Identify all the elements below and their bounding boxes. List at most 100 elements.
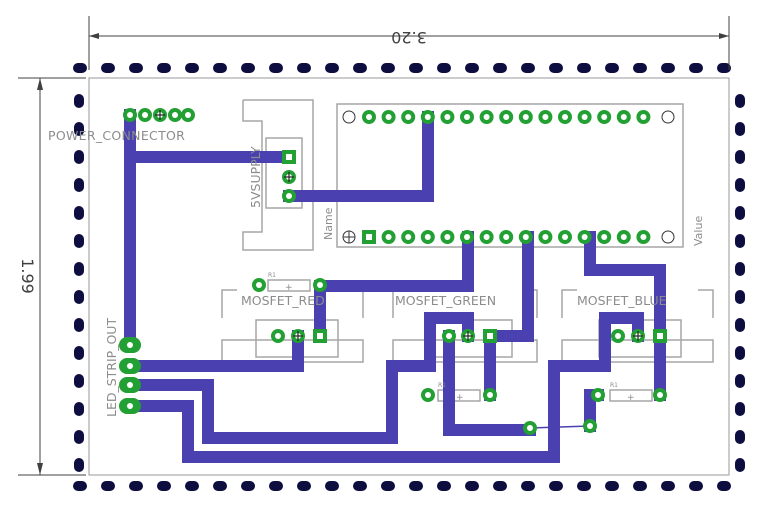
module-pin-bottom-hole bbox=[620, 234, 627, 240]
supply-pin-hole bbox=[286, 193, 292, 199]
edge-pad-right bbox=[735, 458, 745, 472]
module-pin-top-hole bbox=[366, 114, 372, 120]
edge-pad-bottom bbox=[101, 481, 115, 491]
edge-pad-bottom bbox=[157, 481, 171, 491]
trace-5v-to-module bbox=[283, 111, 434, 202]
edge-pad-left bbox=[74, 430, 84, 444]
edge-pad-left bbox=[74, 402, 84, 416]
module-pin-bottom-hole bbox=[542, 234, 549, 240]
edge-pads bbox=[73, 63, 745, 491]
resistor-blue-plus: + bbox=[627, 393, 635, 403]
module-pin-top-hole bbox=[503, 114, 510, 120]
led-strip-pin-hole bbox=[127, 403, 133, 409]
edge-pad-top bbox=[493, 63, 507, 73]
edge-pad-left bbox=[74, 206, 84, 220]
resistor-green-ref: R1 bbox=[438, 382, 446, 389]
edge-pad-bottom bbox=[437, 481, 451, 491]
edge-pad-right bbox=[735, 262, 745, 276]
mosfet-green-label: MOSFET_GREEN bbox=[395, 293, 496, 308]
width-dimension bbox=[88, 16, 730, 70]
module-pin-top-hole bbox=[601, 114, 608, 120]
resistor-green-plus: + bbox=[456, 393, 464, 403]
edge-pad-bottom bbox=[325, 481, 339, 491]
mosfet-green-pin-hole bbox=[446, 333, 452, 339]
edge-pad-top bbox=[521, 63, 535, 73]
resistor-green-pin-hole bbox=[487, 392, 493, 398]
module-pin-top-hole bbox=[464, 114, 470, 120]
edge-pad-top bbox=[661, 63, 675, 73]
power-connector-pin-hole bbox=[142, 112, 148, 118]
edge-pad-top bbox=[633, 63, 647, 73]
edge-pad-bottom bbox=[465, 481, 479, 491]
module-pin-top-hole bbox=[581, 114, 588, 120]
module-pin-bottom-hole bbox=[405, 234, 412, 240]
edge-pad-right bbox=[735, 94, 745, 108]
resistor-red-pin-hole bbox=[317, 282, 323, 288]
edge-pad-top bbox=[157, 63, 171, 73]
led-strip-pin-hole bbox=[127, 342, 133, 348]
module-hole-br bbox=[661, 230, 675, 244]
module-pin-bottom-hole bbox=[581, 234, 588, 240]
edge-pad-bottom bbox=[213, 481, 227, 491]
module-value-label: Value bbox=[692, 216, 705, 246]
module-pin-top-hole bbox=[405, 114, 412, 120]
edge-pad-right bbox=[735, 346, 745, 360]
blue-square-pad-hole bbox=[657, 333, 663, 339]
edge-pad-left bbox=[74, 234, 84, 248]
edge-pad-top bbox=[213, 63, 227, 73]
module-pin-bottom-hole bbox=[444, 234, 451, 240]
edge-pad-top bbox=[185, 63, 199, 73]
module-pin-top-hole bbox=[424, 114, 431, 120]
red-square-pad-hole bbox=[317, 333, 323, 339]
module-pin-bottom-hole bbox=[424, 234, 431, 240]
edge-pad-top bbox=[129, 63, 143, 73]
module-pin-top-hole bbox=[483, 114, 490, 120]
led-strip-pin-hole bbox=[127, 363, 133, 369]
edge-pad-right bbox=[735, 318, 745, 332]
led-strip-pin-hole bbox=[127, 382, 133, 388]
edge-pad-bottom bbox=[661, 481, 675, 491]
width-dimension-label: 3.20 bbox=[391, 28, 427, 47]
edge-pad-right bbox=[735, 234, 745, 248]
edge-pad-left bbox=[74, 150, 84, 164]
edge-pad-bottom bbox=[605, 481, 619, 491]
power-connector-pin-hole bbox=[185, 112, 191, 118]
module-hole-tr bbox=[661, 110, 675, 124]
resistor-blue-pin-hole bbox=[595, 392, 601, 398]
edge-pad-right bbox=[735, 178, 745, 192]
edge-pad-bottom bbox=[493, 481, 507, 491]
resistor-red-ref: R1 bbox=[268, 272, 276, 279]
silkscreen-outlines bbox=[221, 99, 714, 402]
edge-pad-left bbox=[74, 458, 84, 472]
module-pin-bottom-hole bbox=[601, 234, 608, 240]
trace-green-source bbox=[443, 330, 536, 436]
edge-pad-top bbox=[325, 63, 339, 73]
module-pin-top-hole bbox=[640, 114, 647, 120]
special-pads bbox=[282, 110, 675, 343]
edge-pad-bottom bbox=[185, 481, 199, 491]
edge-pad-top bbox=[465, 63, 479, 73]
edge-pad-top bbox=[73, 63, 87, 73]
edge-pad-bottom bbox=[633, 481, 647, 491]
edge-pad-right bbox=[735, 374, 745, 388]
edge-pad-left bbox=[74, 318, 84, 332]
edge-pad-left bbox=[74, 178, 84, 192]
edge-pad-left bbox=[74, 94, 84, 108]
board-outline bbox=[88, 77, 730, 476]
module-pin-bottom-hole bbox=[522, 234, 529, 240]
resistor-blue-ref: R1 bbox=[610, 382, 618, 389]
edge-pad-bottom bbox=[297, 481, 311, 491]
mosfet-red-label: MOSFET_RED bbox=[241, 293, 325, 308]
edge-pad-bottom bbox=[689, 481, 703, 491]
edge-pad-right bbox=[735, 122, 745, 136]
edge-pad-right bbox=[735, 150, 745, 164]
edge-pad-right bbox=[735, 402, 745, 416]
pad-cross-marks bbox=[155, 110, 643, 341]
edge-pad-top bbox=[409, 63, 423, 73]
edge-pad-left bbox=[74, 374, 84, 388]
edge-pad-bottom bbox=[409, 481, 423, 491]
edge-pad-bottom bbox=[549, 481, 563, 491]
edge-pad-bottom bbox=[381, 481, 395, 491]
edge-pad-top bbox=[605, 63, 619, 73]
